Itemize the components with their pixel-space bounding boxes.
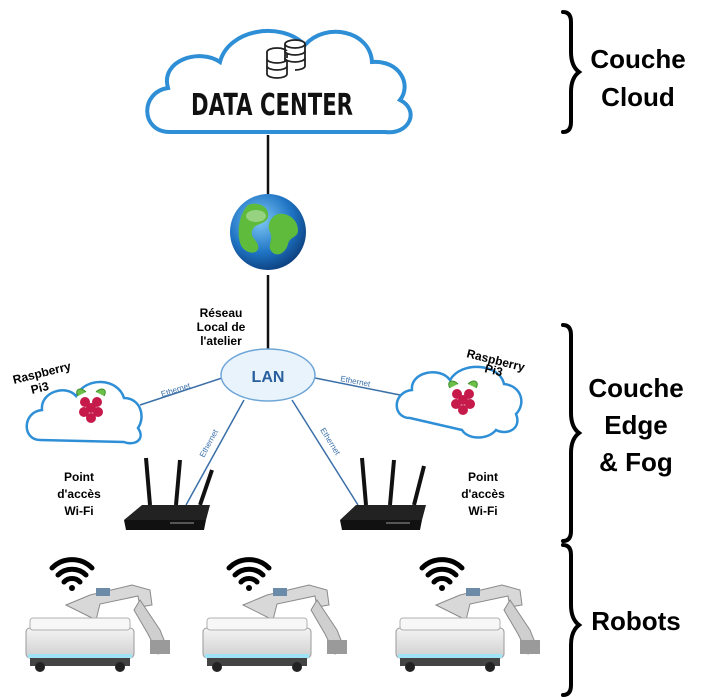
- internet-globe-icon: [230, 194, 306, 270]
- lan-label: LAN: [252, 369, 285, 386]
- data-center-title: DATA CENTER: [191, 88, 353, 123]
- ethernet-label-left: Ethernet: [160, 381, 192, 399]
- lan-to-raspberry-left-link: [139, 377, 223, 406]
- ethernet-label-center-right: Ethernet: [318, 426, 342, 457]
- data-center-cloud: DATA CENTER: [145, 29, 413, 135]
- access-point-left-label-line1: Point: [64, 470, 94, 484]
- raspberry-icon: [448, 380, 478, 415]
- access-point-right-label-line2: d'accès: [461, 487, 505, 501]
- layer-cloud-line2: Cloud: [601, 82, 675, 112]
- raspberry-pi-right: Raspberry Pi3: [395, 346, 527, 439]
- layer-edge-fog-line3: & Fog: [599, 447, 673, 477]
- brace-edge-fog: [561, 323, 583, 543]
- brace-cloud: [561, 10, 583, 134]
- local-network-label-line2: Local de: [197, 320, 246, 334]
- layer-edge-fog-line2: Edge: [604, 410, 668, 440]
- wifi-icon: [49, 557, 95, 591]
- layer-braces: [561, 10, 583, 697]
- lan-to-access-point-left-link: [185, 399, 245, 506]
- access-point-left-label-line2: d'accès: [57, 487, 101, 501]
- layer-edge-fog-line1: Couche: [588, 373, 683, 403]
- local-network-label-line1: Réseau: [200, 306, 243, 320]
- lan-to-access-point-right-link: [291, 399, 359, 506]
- lan-to-raspberry-right-link: [314, 377, 401, 396]
- raspberry-left-label-line2: Pi3: [29, 379, 50, 397]
- database-icon: [266, 39, 306, 79]
- layer-robots-label: Robots: [591, 606, 681, 636]
- lan-node: LAN: [220, 348, 316, 402]
- connection-lines: [139, 135, 401, 506]
- robot-center: [203, 560, 347, 672]
- robot-right: [396, 560, 540, 672]
- brace-robots: [561, 543, 583, 697]
- access-point-right-label-line1: Point: [468, 470, 498, 484]
- raspberry-icon: [76, 388, 106, 423]
- layer-cloud-line1: Couche: [590, 44, 685, 74]
- ethernet-label-center-left: Ethernet: [198, 427, 221, 459]
- access-point-right-label-line3: Wi-Fi: [468, 504, 497, 518]
- local-network-label-line3: l'atelier: [200, 334, 242, 348]
- access-point-left: [124, 457, 214, 530]
- access-point-left-label-line3: Wi-Fi: [64, 504, 93, 518]
- access-point-right: [340, 457, 426, 530]
- raspberry-right-label-line2: Pi3: [483, 361, 504, 379]
- robot-left: [25, 557, 170, 672]
- raspberry-pi-left: Raspberry Pi3: [11, 359, 143, 445]
